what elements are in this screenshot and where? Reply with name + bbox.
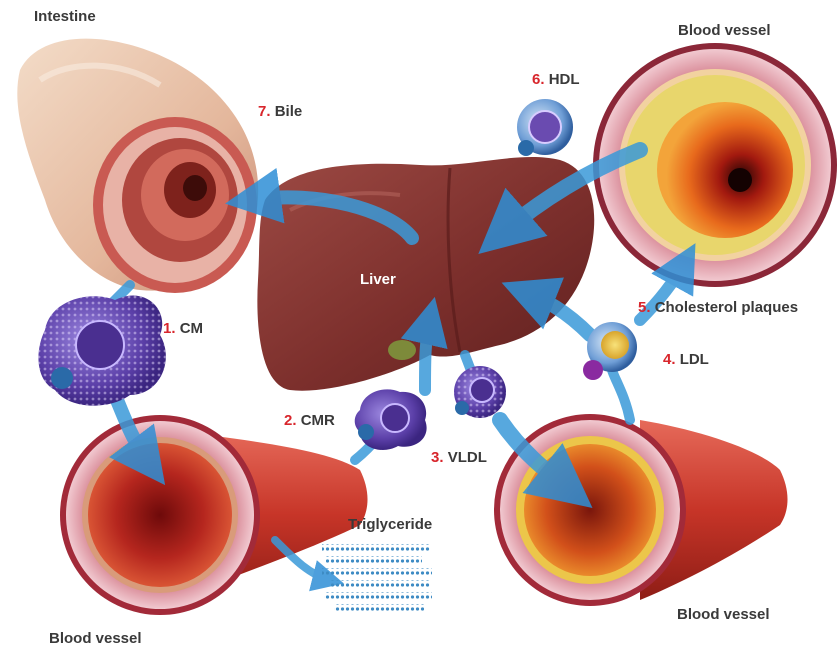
intestine-illustration xyxy=(17,39,258,293)
step-2-label: 2. CMR xyxy=(284,412,335,430)
cm-particle xyxy=(38,295,165,405)
step-5-number: 5. xyxy=(638,299,651,316)
intestine-label: Intestine xyxy=(34,8,96,26)
step-3-number: 3. xyxy=(431,449,444,466)
step-5-name: Cholesterol plaques xyxy=(655,299,798,316)
blood-vessel-bottom-right xyxy=(494,414,788,606)
arrow-vessel-to-ldl xyxy=(612,370,630,420)
step-4-number: 4. xyxy=(663,351,676,368)
vldl-particle xyxy=(454,366,506,418)
hdl-particle xyxy=(517,99,573,156)
step-4-name: LDL xyxy=(680,351,709,368)
triglyceride-molecules xyxy=(322,544,432,611)
blood-vessel-bottom-left xyxy=(60,415,368,615)
cmr-particle xyxy=(355,389,427,450)
step-7-number: 7. xyxy=(258,103,271,120)
arrow-liver-to-vldl xyxy=(465,355,470,368)
step-7-label: 7. Bile xyxy=(258,103,302,121)
step-2-number: 2. xyxy=(284,412,297,429)
step-6-number: 6. xyxy=(532,71,545,88)
blood-vessel-bottom-right-label: Blood vessel xyxy=(677,606,770,624)
step-1-label: 1. CM xyxy=(163,320,203,338)
step-3-name: VLDL xyxy=(448,449,487,466)
step-4-label: 4. LDL xyxy=(663,351,709,369)
blood-vessel-top-label: Blood vessel xyxy=(678,22,771,40)
step-6-label: 6. HDL xyxy=(532,71,580,89)
step-3-label: 3. VLDL xyxy=(431,449,487,467)
step-5-label: 5. Cholesterol plaques xyxy=(638,299,798,317)
step-7-name: Bile xyxy=(275,103,303,120)
step-1-number: 1. xyxy=(163,320,176,337)
triglyceride-label: Triglyceride xyxy=(348,516,432,534)
step-2-name: CMR xyxy=(301,412,335,429)
arrow-cmr-to-liver xyxy=(425,318,430,390)
blood-vessel-bottom-left-label: Blood vessel xyxy=(49,630,142,648)
step-1-name: CM xyxy=(180,320,203,337)
blood-vessel-top-right xyxy=(593,43,837,287)
step-6-name: HDL xyxy=(549,71,580,88)
liver-label: Liver xyxy=(360,271,396,289)
